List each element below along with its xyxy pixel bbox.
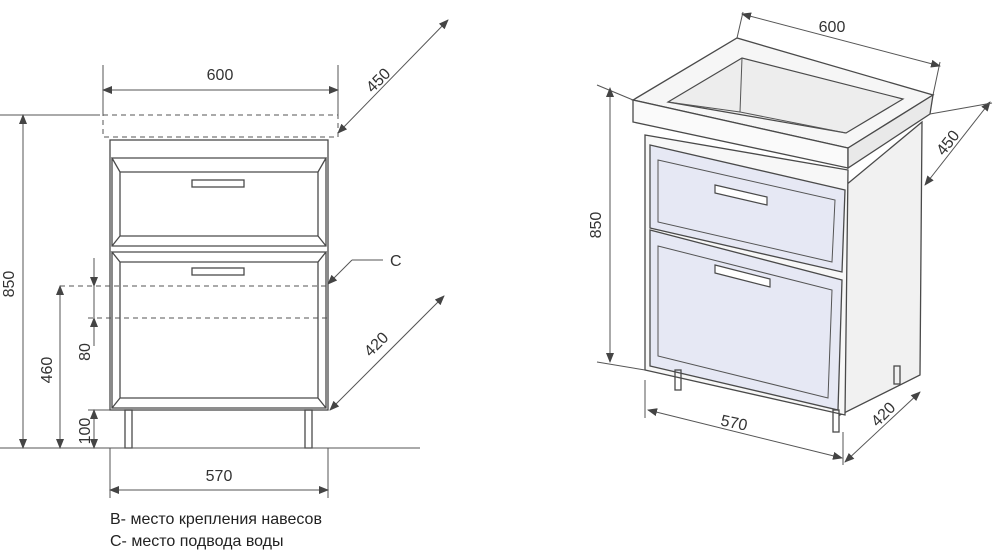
label-420-front: 420 xyxy=(361,329,392,360)
iso-top-drawer xyxy=(649,144,846,273)
label-450-front: 450 xyxy=(363,65,394,96)
marker-c-leader xyxy=(327,259,353,285)
iso-dim-line-420 xyxy=(844,391,921,463)
right-leg xyxy=(304,409,313,449)
legend-b: B- место крепления навесов xyxy=(110,511,322,528)
iso-dim-line-570 xyxy=(647,408,843,460)
legend-c: C- место подвода воды xyxy=(110,533,284,550)
marker-c-label: C xyxy=(390,253,402,270)
label-600-front: 600 xyxy=(207,67,234,84)
left-leg xyxy=(124,409,133,449)
iso-view: 600 450 850 570 420 xyxy=(588,11,993,465)
iso-top-drawer-handle xyxy=(714,184,768,206)
label-850-front: 850 xyxy=(1,271,18,298)
dim-line-450 xyxy=(337,19,449,134)
label-570-front: 570 xyxy=(206,468,233,485)
countertop-outline xyxy=(102,114,339,138)
label-850-iso: 850 xyxy=(588,212,605,239)
front-view: 600 450 850 460 80 100 570 420 C xyxy=(0,19,449,498)
body-side xyxy=(839,120,923,417)
label-460: 460 xyxy=(39,357,56,384)
label-100: 100 xyxy=(77,418,94,445)
label-570-iso: 570 xyxy=(719,413,749,435)
bottom-drawer xyxy=(110,251,328,409)
top-drawer-handle xyxy=(191,179,245,188)
bottom-drawer-handle xyxy=(191,267,245,276)
iso-dim-line-450 xyxy=(924,101,991,186)
label-80: 80 xyxy=(77,343,94,361)
label-450-iso: 450 xyxy=(934,127,964,159)
top-drawer xyxy=(110,157,328,247)
dim-line-420-front xyxy=(329,295,445,411)
label-420-iso: 420 xyxy=(868,399,899,430)
iso-dim-line-600 xyxy=(741,12,941,68)
label-600-iso: 600 xyxy=(819,19,846,36)
iso-leg-front-left xyxy=(674,369,682,391)
iso-bottom-drawer-handle xyxy=(714,264,771,288)
iso-leg-back-right xyxy=(893,365,901,385)
sink-basin xyxy=(666,57,905,134)
